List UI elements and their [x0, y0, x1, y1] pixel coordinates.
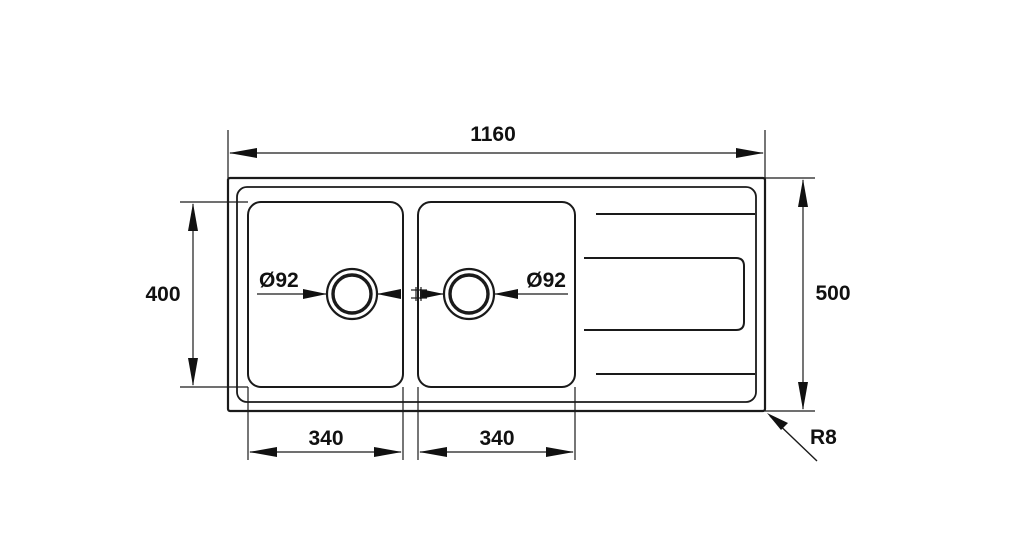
sink-inner-rim [236, 186, 757, 403]
drainboard [584, 213, 755, 375]
right-bowl-outline [417, 201, 576, 388]
bowl-depth-arrow-top [188, 203, 198, 231]
depth-label: 500 [815, 282, 850, 305]
right-bowl-arrow-right [546, 447, 574, 457]
radius-label: R8 [810, 426, 837, 449]
depth-arrow-top [798, 179, 808, 207]
right-drain-callout: Ø92 [420, 269, 568, 299]
right-bowl-arrow-left [419, 447, 447, 457]
width-arrow-left [229, 148, 257, 158]
sink-outer-rim [226, 176, 767, 413]
left-drain-label: Ø92 [259, 269, 299, 292]
left-drain-inner [331, 273, 373, 315]
radius-arrow [767, 413, 788, 430]
width-dimension: 1160 [227, 123, 766, 178]
right-drain-label: Ø92 [526, 269, 566, 292]
overflow-marker [411, 287, 427, 301]
left-bowl-arrow-left [249, 447, 277, 457]
left-bowl-arrow-right [374, 447, 402, 457]
width-arrow-right [736, 148, 764, 158]
width-label: 1160 [470, 123, 516, 146]
left-drain-arrow-left [303, 289, 327, 299]
right-bowl-width-dimension: 340 [417, 387, 576, 460]
left-bowl-outline [247, 201, 404, 388]
right-drain-arrow-right [494, 289, 518, 299]
left-drain-callout: Ø92 [257, 269, 401, 299]
right-bowl-width-label: 340 [479, 427, 514, 450]
bowl-depth-dimension: 400 [145, 201, 248, 388]
bowl-depth-label: 400 [145, 283, 180, 306]
left-bowl-width-dimension: 340 [247, 387, 404, 460]
left-bowl-width-label: 340 [308, 427, 343, 450]
right-drain-inner [448, 273, 490, 315]
sink-outline [226, 176, 767, 413]
bowl-depth-arrow-bottom [188, 358, 198, 386]
left-drain-arrow-right [377, 289, 401, 299]
depth-dimension: 500 [765, 177, 851, 412]
corner-radius-callout: R8 [767, 413, 837, 462]
drainboard-panel [584, 257, 745, 331]
depth-arrow-bottom [798, 382, 808, 410]
right-drain-arrow-left [420, 289, 444, 299]
